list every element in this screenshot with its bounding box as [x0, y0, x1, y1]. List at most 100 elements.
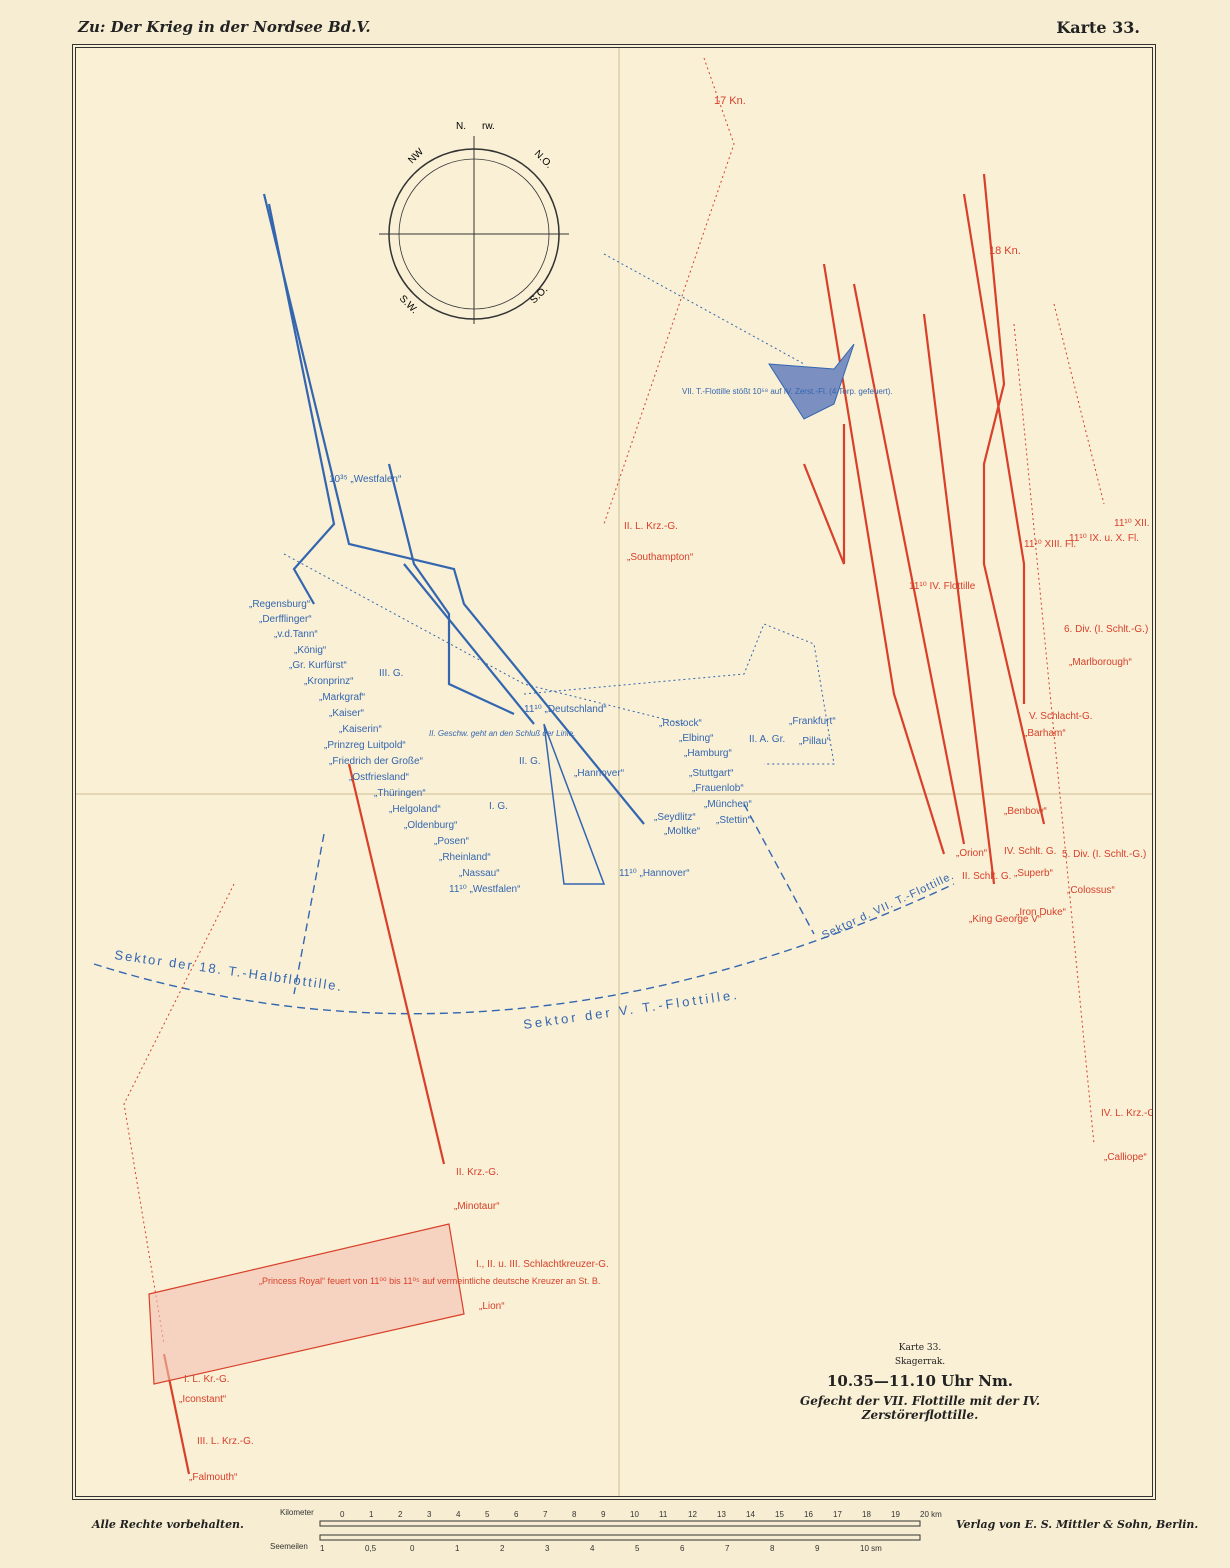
british-group-label: III. L. Krz.-G. — [197, 1436, 254, 1447]
british-group-label: V. Schlacht-G. — [1029, 711, 1093, 722]
british-group-label: II. L. Krz.-G. — [624, 521, 678, 532]
sm-tick-label: 8 — [770, 1544, 775, 1553]
german-cruiser-label: „München“ — [704, 799, 752, 810]
british-ship-label: „Superb“ — [1014, 868, 1053, 879]
british-group-label: 11¹⁰ XIII. Fl. — [1024, 539, 1076, 550]
map-header-title: Zu: Der Krieg in der Nordsee Bd.V. — [78, 18, 371, 36]
german-ship-label: „Kaiserin“ — [339, 724, 382, 735]
british-group-label: 6. Div. (I. Schlt.-G.) — [1064, 624, 1148, 635]
westfalen-time: 10³⁵ „Westfalen“ — [329, 474, 401, 485]
sm-tick-label: 0 — [410, 1544, 415, 1553]
german-ship-label: „Kronprinz“ — [304, 676, 353, 687]
german-tracks — [262, 193, 645, 885]
british-group-label: II. Schlt. G. — [962, 871, 1011, 882]
hannover-label: „Hannover“ — [574, 768, 624, 779]
british-labels: VII. T.-Flottille stößt 10⁵⁸ auf IV. Zer… — [259, 387, 893, 1286]
map-frame: N. rw. NW N.O. S.W. S.O. — [72, 44, 1156, 1500]
compass-nw: NW — [406, 146, 426, 166]
german-ship-label: „Oldenburg“ — [404, 820, 457, 831]
km-tick-label: 20 km — [920, 1510, 942, 1519]
british-ship-label: „Iron Duke“ — [1016, 907, 1066, 918]
sm-tick-label: 0,5 — [365, 1544, 377, 1553]
german-ship-label: „Nassau“ — [459, 868, 500, 879]
km-tick-label: 19 — [891, 1510, 900, 1519]
german-ship-label: „Ostfriesland“ — [349, 772, 409, 783]
german-cruiser-label: „Hamburg“ — [684, 748, 732, 759]
map-canvas: N. rw. NW N.O. S.W. S.O. — [76, 48, 1152, 1496]
caption-subtitle: Gefecht der VII. Flottille mit der IV. Z… — [799, 1394, 1040, 1422]
british-group-label: I., II. u. III. Schlachtkreuzer-G. — [476, 1259, 609, 1270]
sm-tick-label: 7 — [725, 1544, 730, 1553]
caption-map-no: Karte 33. — [898, 1343, 942, 1353]
german-ship-list: „Regensburg“„Derfflinger“„v.d.Tann“„Köni… — [249, 599, 520, 895]
british-ship-label: „Calliope“ — [1104, 1152, 1147, 1163]
hannover-label-2: 11¹⁰ „Hannover“ — [619, 868, 690, 879]
vii-note: VII. T.-Flottille stößt 10⁵⁸ auf IV. Zer… — [682, 387, 893, 396]
german-cruiser-label: „Pillau“ — [799, 736, 830, 747]
british-ship-label: „Benbow“ — [1004, 806, 1047, 817]
sm-tick-label: 5 — [635, 1544, 640, 1553]
british-tracks — [162, 173, 1046, 1475]
km-tick-label: 10 — [630, 1510, 639, 1519]
km-tick-label: 11 — [659, 1510, 668, 1519]
german-cruiser-label: „Moltke“ — [664, 826, 700, 837]
german-labels: 10³⁵ „Westfalen“ 11¹⁰ „Deutschland“ „Han… — [329, 474, 785, 879]
caption-time: 10.35—11.10 Uhr Nm. — [826, 1372, 1014, 1390]
sm-tick-label: 3 — [545, 1544, 550, 1553]
german-ship-label: „Regensburg“ — [249, 599, 310, 610]
sector-5: Sektor der V. T.-Flottille. — [522, 987, 740, 1032]
group-ii-a-gr: II. A. Gr. — [749, 734, 785, 745]
british-ship-label: „King George V“ — [969, 914, 1041, 925]
ii-g-note: II. Geschw. geht an den Schluß der Linie… — [429, 729, 575, 738]
sector-18: Sektor der 18. T.-Halbflottille. — [114, 947, 345, 994]
km-tick-label: 16 — [804, 1510, 813, 1519]
sm-tick-label: 1 — [455, 1544, 460, 1553]
group-ii-g: II. G. — [519, 756, 541, 767]
british-ship-label: „Orion“ — [956, 848, 987, 859]
sm-tick-label: 10 sm — [860, 1544, 882, 1553]
german-cruiser-label: „Rostock“ — [659, 718, 702, 729]
sector-arc — [93, 803, 955, 1015]
german-ship-label: „Markgraf“ — [319, 692, 365, 703]
british-group-label: II. Krz.-G. — [456, 1167, 499, 1178]
scale-km-label: Kilometer — [280, 1508, 314, 1517]
speed-label: 17 Kn. — [714, 95, 746, 107]
km-tick-label: 13 — [717, 1510, 726, 1519]
british-group-label: IV. Schlt. G. — [1004, 846, 1056, 857]
british-group-label: 11¹⁰ IX. u. X. Fl. — [1069, 533, 1139, 544]
km-tick-label: 1 — [369, 1510, 374, 1519]
sm-tick-label: 2 — [500, 1544, 505, 1553]
british-ship-label: „Barham“ — [1024, 728, 1066, 739]
german-ship-label: „Prinzreg Luitpold“ — [324, 740, 406, 751]
german-cruiser-label: „Frauenlob“ — [692, 783, 744, 794]
british-ship-label: „Lion“ — [479, 1301, 505, 1312]
german-ship-label: „v.d.Tann“ — [274, 629, 318, 640]
german-ship-label: 11¹⁰ „Westfalen“ — [449, 884, 520, 895]
british-group-label: 11¹⁰ XII. Fl. — [1114, 518, 1152, 529]
fire-area — [148, 1223, 465, 1385]
group-iii-g: III. G. — [379, 668, 403, 679]
km-tick-label: 7 — [543, 1510, 548, 1519]
km-tick-label: 17 — [833, 1510, 842, 1519]
compass-no: N.O. — [532, 148, 554, 170]
km-tick-label: 14 — [746, 1510, 755, 1519]
sm-tick-label: 1 — [320, 1544, 325, 1553]
km-tick-label: 5 — [485, 1510, 490, 1519]
sector-labels: Sektor der 18. T.-Halbflottille. Sektor … — [114, 870, 957, 1032]
german-ship-label: „Rheinland“ — [439, 852, 491, 863]
km-tick-label: 4 — [456, 1510, 461, 1519]
scale-sm-label: Seemeilen — [270, 1542, 308, 1551]
british-ship-label: „Iconstant“ — [179, 1394, 226, 1405]
british-ship-list: „Southampton“„Marlborough“„Barham“„Benbo… — [179, 552, 1147, 1483]
km-tick-label: 15 — [775, 1510, 784, 1519]
british-ship-label: „Marlborough“ — [1069, 657, 1132, 668]
compass-so: S.O. — [528, 284, 550, 306]
km-tick-label: 6 — [514, 1510, 519, 1519]
british-group-label: IV. L. Krz.-G. — [1101, 1108, 1152, 1119]
km-tick-label: 8 — [572, 1510, 577, 1519]
sm-tick-label: 9 — [815, 1544, 820, 1553]
map-number: Karte 33. — [1056, 18, 1140, 37]
german-ship-label: „Gr. Kurfürst“ — [289, 660, 347, 671]
